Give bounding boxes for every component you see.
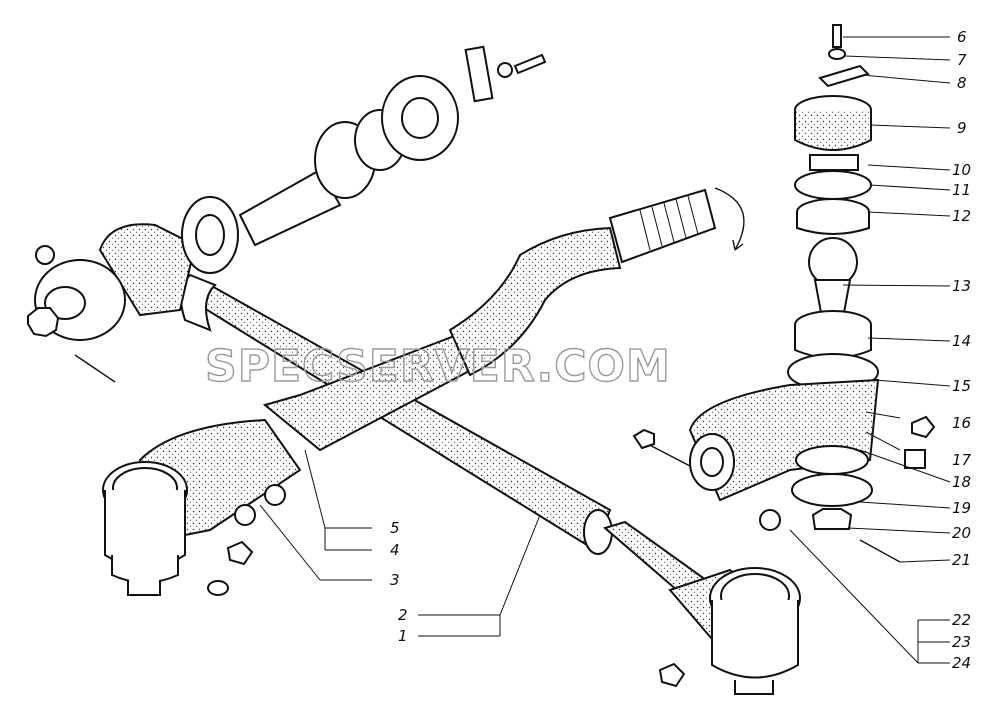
callout-12: 12 [952, 207, 971, 225]
callout-20: 20 [952, 524, 971, 542]
callout-11: 11 [952, 181, 971, 199]
callout-2: 2 [398, 606, 408, 624]
callout-numbers: 6 7 8 9 10 11 12 13 14 15 16 17 18 19 20… [390, 28, 972, 672]
callout-19: 19 [952, 499, 971, 517]
callout-7: 7 [957, 51, 967, 69]
callout-3: 3 [390, 571, 400, 589]
callout-13: 13 [952, 277, 971, 295]
part-drawing [27, 24, 936, 695]
callout-22: 22 [952, 611, 971, 629]
callout-16: 16 [952, 414, 971, 432]
callout-14: 14 [952, 332, 971, 350]
callout-17: 17 [952, 451, 972, 469]
callout-23: 23 [952, 633, 971, 651]
leader-lines [259, 36, 951, 664]
callout-10: 10 [952, 161, 971, 179]
callout-4: 4 [390, 541, 400, 559]
callout-5: 5 [390, 519, 400, 537]
callout-15: 15 [952, 377, 971, 395]
callout-18: 18 [952, 473, 971, 491]
callout-1: 1 [398, 627, 408, 645]
callout-21: 21 [952, 551, 971, 569]
callout-24: 24 [952, 654, 971, 672]
watermark-text: SPECSERVER.COM [205, 341, 671, 392]
callout-9: 9 [957, 119, 967, 137]
callout-6: 6 [957, 28, 967, 46]
callout-8: 8 [957, 74, 967, 92]
